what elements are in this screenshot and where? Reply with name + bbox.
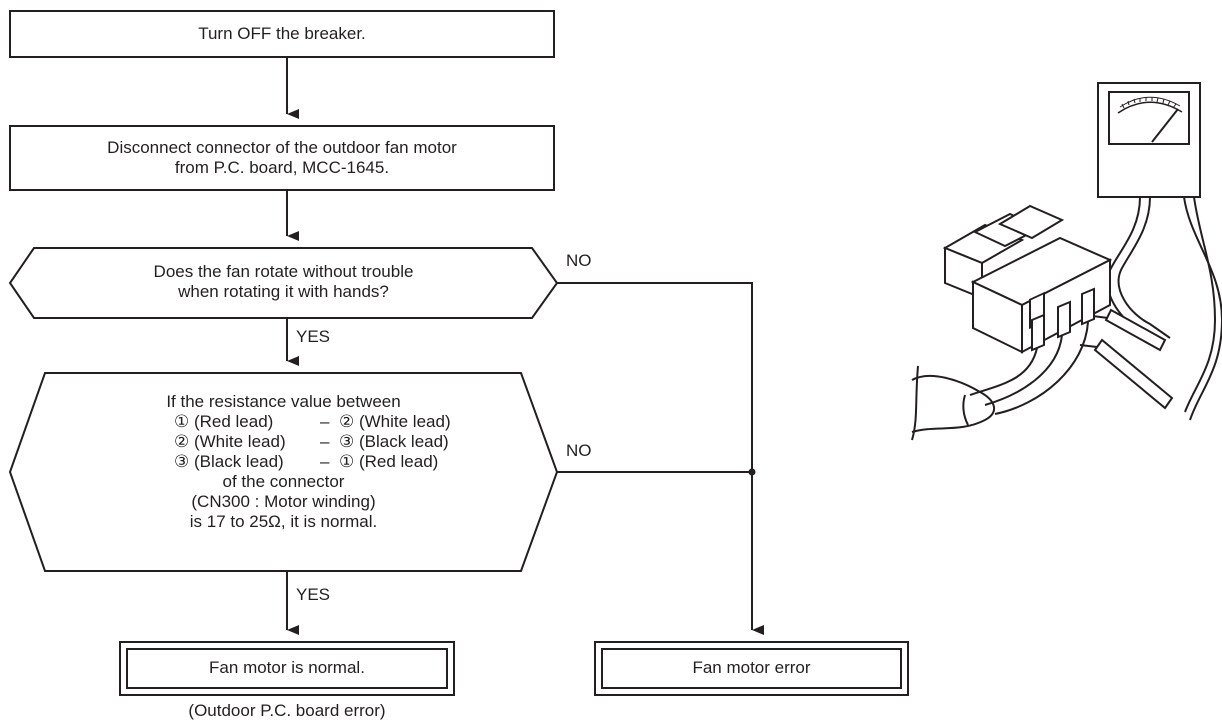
decision2-row1-right: ② (White lead) — [339, 412, 451, 431]
result-normal-inner-border — [126, 648, 448, 689]
decision-fan-rotate-hexagon — [8, 247, 559, 319]
decision-resistance-hexagon — [8, 372, 559, 572]
step-disconnect-line2: from P.C. board, MCC-1645. — [174, 158, 390, 177]
decision2-row3-right: ① (Red lead) — [339, 452, 439, 471]
result-error-outer-border — [594, 641, 909, 696]
decision2-yes-label: YES — [296, 585, 331, 604]
step-disconnect-connector-box — [9, 125, 555, 191]
decision2-line7: is 17 to 25Ω, it is normal. — [189, 512, 378, 531]
decision1-yes-label: YES — [296, 327, 331, 346]
analog-multimeter-icon — [1097, 82, 1201, 198]
decision2-row3-left: ③ (Black lead) — [174, 452, 284, 471]
result-fan-motor-error: Fan motor error — [692, 658, 811, 677]
decision2-line1: If the resistance value between — [166, 392, 401, 411]
decision1-no-label: NO — [566, 251, 592, 270]
step-disconnect-line1: Disconnect connector of the outdoor fan … — [107, 138, 457, 157]
result-error-inner-border — [601, 648, 902, 689]
decision2-row3-dash: – — [320, 452, 330, 471]
decision2-no-label: NO — [566, 441, 592, 460]
step-turn-off-breaker-box — [9, 10, 555, 58]
decision1-line1: Does the fan rotate without trouble — [153, 262, 414, 281]
decision2-row2-dash: – — [320, 432, 330, 451]
step-turn-off-breaker: Turn OFF the breaker. — [198, 24, 366, 43]
decision2-row2-left: ② (White lead) — [174, 432, 286, 451]
result-normal-note: (Outdoor P.C. board error) — [188, 701, 386, 720]
decision2-line5: of the connector — [222, 472, 345, 491]
result-normal-outer-border — [119, 641, 455, 696]
junction-dot — [748, 468, 756, 476]
decision2-row2-right: ③ (Black lead) — [339, 432, 449, 451]
decision1-line2: when rotating it with hands? — [178, 282, 389, 301]
motor-cable — [911, 321, 1089, 441]
result-fan-motor-normal: Fan motor is normal. — [209, 658, 365, 677]
test-lead-wires — [1106, 196, 1222, 421]
no-path-decision1 — [557, 282, 764, 635]
test-probes — [1079, 308, 1174, 410]
decision2-row1-dash: – — [320, 412, 330, 431]
decision2-row1-left: ① (Red lead) — [174, 412, 274, 431]
three-pin-connector-icon — [942, 204, 1113, 354]
decision2-line6: (CN300 : Motor winding) — [191, 492, 376, 511]
